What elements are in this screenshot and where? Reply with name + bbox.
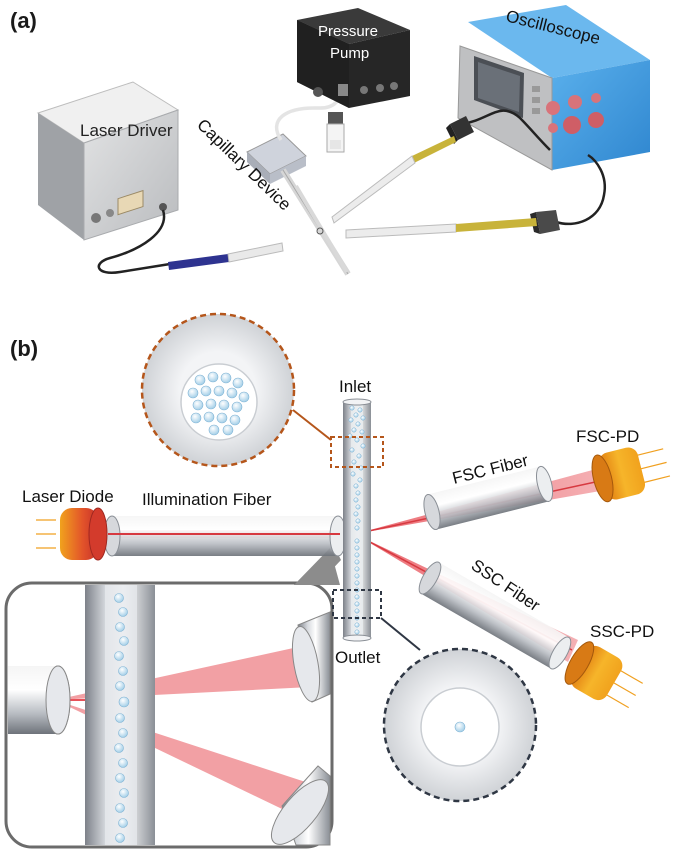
oscilloscope-device	[457, 5, 650, 171]
panel-b: (b)	[4, 312, 671, 849]
ssc-fiber-jacket-a	[456, 218, 537, 232]
laser-driver-device: Laser Driver	[36, 81, 180, 241]
ssc-pd-detector	[564, 641, 644, 709]
panel-a-label: (a)	[10, 8, 37, 33]
fsc-pd-label: FSC-PD	[576, 427, 639, 446]
inset-particles	[114, 593, 130, 843]
capillary-particles	[347, 405, 366, 635]
ssc-pd-label: SSC-PD	[590, 622, 654, 641]
laser-diode	[36, 507, 108, 561]
laser-driver-cable	[97, 209, 171, 274]
sample-vial	[326, 112, 345, 153]
outlet-label: Outlet	[335, 648, 381, 667]
inset-ssc-fiber-end	[271, 765, 331, 846]
pressure-pump-label: Pressure Pump	[318, 23, 382, 62]
ssc-cable-a	[555, 153, 607, 226]
illumination-fiber	[103, 515, 347, 557]
zoom-arrow-head	[294, 548, 340, 585]
fsc-fiber-a	[331, 155, 416, 224]
inlet-label: Inlet	[339, 377, 371, 396]
inlet-roi-connector	[292, 409, 332, 441]
ssc-fiber	[418, 561, 572, 670]
fiber-jacket-blue	[168, 254, 229, 270]
panel-b-label: (b)	[10, 336, 38, 361]
outlet-cross-section	[382, 647, 538, 803]
inlet-roi-box	[330, 436, 384, 468]
illumination-fiber-a	[227, 242, 284, 263]
ssc-fiber-a	[345, 223, 457, 239]
outlet-roi-box	[332, 589, 382, 619]
fsc-pd-detector	[591, 447, 671, 503]
panel-a: (a) Laser Driver Capillary Device	[10, 5, 650, 276]
laser-driver-label: Laser Driver	[80, 121, 173, 140]
fsc-fiber	[423, 465, 554, 531]
fsc-fiber-jacket-a	[412, 136, 456, 163]
laser-diode-label: Laser Diode	[22, 487, 114, 506]
outlet-roi-connector	[380, 617, 421, 651]
intersection-a	[316, 227, 324, 235]
inset-fsc-fiber-end	[291, 611, 331, 703]
zoom-inset	[4, 581, 334, 849]
illumination-fiber-label: Illumination Fiber	[142, 490, 272, 509]
inlet-cross-section	[140, 312, 296, 468]
fsc-cable-a	[461, 109, 551, 151]
pressure-pump-device: Pressure Pump	[297, 8, 410, 108]
capillary-a	[294, 184, 349, 274]
